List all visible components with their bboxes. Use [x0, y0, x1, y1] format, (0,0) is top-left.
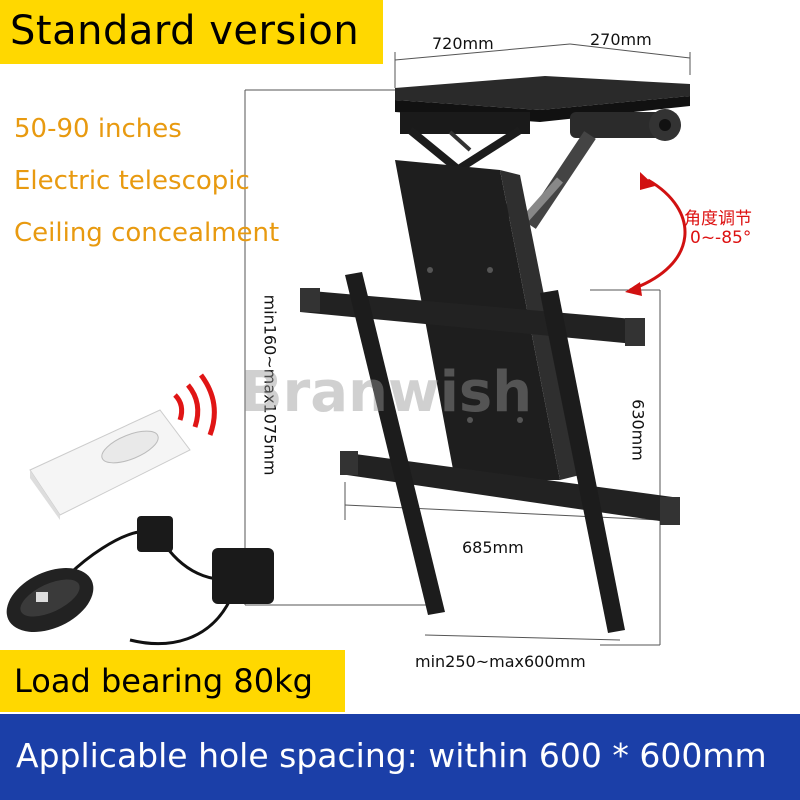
title-banner: Standard version [0, 0, 383, 64]
feature-size: 50-90 inches [14, 114, 182, 144]
wired-controller [6, 516, 274, 646]
load-text: Load bearing 80kg [14, 662, 313, 700]
load-banner: Load bearing 80kg [0, 650, 345, 712]
angle-range: 0~-85° [690, 228, 752, 248]
angle-label-cn: 角度调节 [684, 209, 752, 229]
feature-electric: Electric telescopic [14, 166, 250, 196]
footer-banner: Applicable hole spacing: within 600 * 60… [0, 714, 800, 800]
vertical-rails [345, 272, 625, 633]
feature-ceiling: Ceiling concealment [14, 218, 280, 248]
signal-icon [173, 373, 217, 436]
brand-watermark: Branwish [240, 360, 533, 425]
dim-top-width: 720mm [432, 34, 494, 53]
dim-bracket-height: 630mm [628, 399, 648, 461]
page-title: Standard version [10, 8, 360, 54]
footer-text: Applicable hole spacing: within 600 * 60… [16, 736, 767, 775]
dim-vesa-range: min250~max600mm [415, 652, 586, 671]
dimension-lines [244, 43, 691, 646]
angle-arrow [625, 172, 687, 296]
dim-bracket-width: 685mm [462, 538, 524, 557]
remote-control [29, 409, 191, 520]
dim-top-depth: 270mm [590, 30, 652, 49]
ceiling-mount [395, 76, 690, 229]
